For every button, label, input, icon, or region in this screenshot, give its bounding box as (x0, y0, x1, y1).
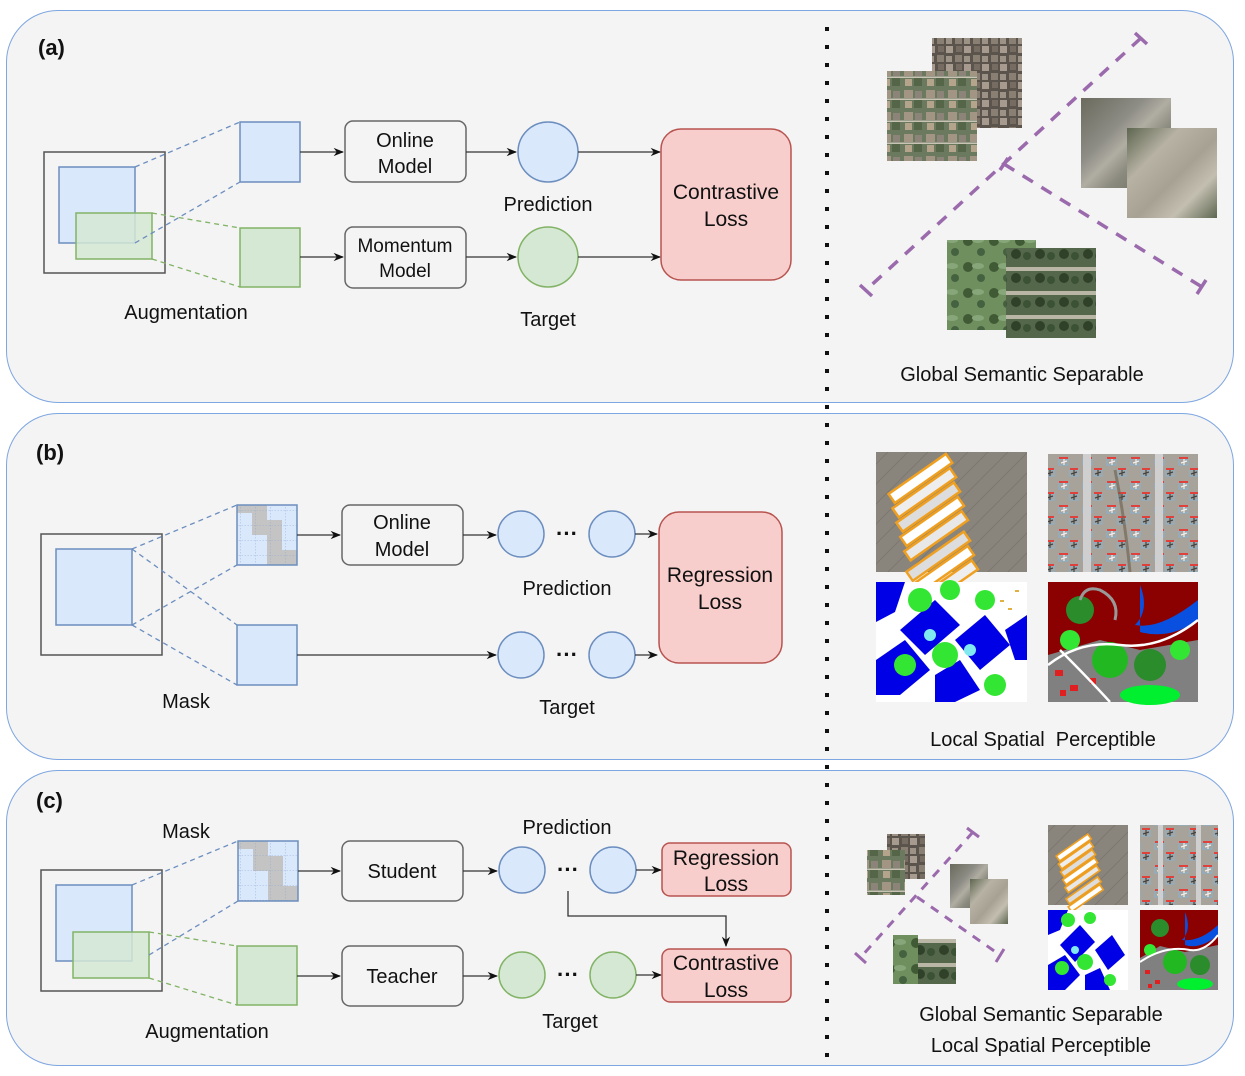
online-model-line2: Model (378, 156, 432, 178)
landcover-segmentation-image (1139, 910, 1219, 990)
global-semantic-illustration-small (853, 826, 1008, 984)
separator-line-2 (1003, 162, 1203, 289)
crop-view-2 (72, 931, 150, 979)
prediction-to-contrastive-connector (567, 891, 731, 948)
input-crop (55, 548, 133, 626)
global-semantic-caption: Global Semantic Separable (900, 364, 1143, 386)
target-label: Target (542, 1011, 598, 1033)
student-label: Student (368, 861, 437, 883)
panel-a-diagram: (a) Augmentation Online Model Momentum M… (38, 31, 1217, 386)
panel-b-diagram: (b) Mask Online Model ··· Predic (36, 440, 1199, 751)
local-spatial-illustration-small (1048, 825, 1219, 990)
target-patch (236, 624, 298, 686)
contrastive-loss-line2: Loss (704, 208, 748, 231)
input-image-frame (43, 151, 166, 274)
masked-patch (237, 840, 299, 902)
prediction-label: Prediction (523, 578, 612, 600)
contrastive-loss-box (660, 128, 792, 281)
global-semantic-illustration (858, 31, 1217, 338)
view-1-square (239, 121, 301, 183)
panel-c-tag: (c) (36, 788, 63, 813)
target-ellipsis: ··· (556, 642, 578, 667)
online-model-line2: Model (375, 539, 429, 561)
regression-loss-box (658, 511, 783, 664)
local-spatial-caption: Local Spatial Perceptible (930, 729, 1156, 751)
prediction-label: Prediction (523, 817, 612, 839)
regression-loss-line2: Loss (704, 873, 748, 896)
urban-segmentation-image (876, 580, 1027, 702)
airplane-detection-image (1048, 454, 1198, 573)
vehicle-detection-image (1048, 825, 1128, 913)
crop-view-2 (75, 212, 153, 260)
augmentation-label: Augmentation (124, 302, 247, 324)
airplane-detection-image (1140, 825, 1218, 905)
contrastive-loss-box (661, 948, 792, 1003)
regression-loss-line1: Regression (667, 564, 773, 587)
mask-label: Mask (162, 821, 211, 843)
regression-loss-box (661, 842, 792, 897)
prediction-ellipsis: ··· (557, 857, 579, 882)
masked-patch (236, 504, 298, 566)
local-spatial-caption: Local Spatial Perceptible (931, 1035, 1151, 1057)
prediction-label: Prediction (504, 194, 593, 216)
target-node-first (498, 951, 546, 999)
contrastive-loss-line1: Contrastive (673, 952, 779, 975)
contrastive-loss-line2: Loss (704, 979, 748, 1002)
urban-segmentation-image (1048, 910, 1128, 990)
view-2-square (239, 227, 301, 288)
panel-c-diagram: (c) Mask Augmentation Student Teacher (36, 788, 1219, 1057)
prediction-node-last (589, 846, 637, 894)
regression-loss-line1: Regression (673, 847, 779, 870)
prediction-node-first (497, 510, 545, 558)
target-label: Target (520, 309, 576, 331)
online-model-line1: Online (373, 512, 431, 534)
target-label: Target (539, 697, 595, 719)
prediction-ellipsis: ··· (556, 521, 578, 546)
input-image-frame (40, 533, 163, 656)
augmented-patch (236, 945, 298, 1006)
panel-c (6, 770, 1234, 1066)
residential-image-front (887, 71, 977, 161)
panel-b-tag: (b) (36, 440, 64, 465)
momentum-model-line1: Momentum (357, 236, 452, 257)
prediction-node-first (498, 846, 546, 894)
augmentation-label: Augmentation (145, 1021, 268, 1043)
highway-image-front (1127, 128, 1217, 218)
online-model-line1: Online (376, 130, 434, 152)
momentum-model-line2: Model (379, 261, 431, 282)
teacher-label: Teacher (366, 966, 437, 988)
prediction-node-last (588, 510, 636, 558)
global-semantic-caption: Global Semantic Separable (919, 1004, 1162, 1026)
regression-loss-line2: Loss (698, 591, 742, 614)
landcover-segmentation-image (1047, 582, 1199, 705)
target-node-last (589, 951, 637, 999)
contrastive-loss-line1: Contrastive (673, 181, 779, 204)
prediction-node (517, 121, 579, 183)
panel-a-tag: (a) (38, 35, 65, 60)
golf-image-front (1006, 248, 1096, 338)
panel-b (6, 413, 1234, 760)
target-ellipsis: ··· (557, 962, 579, 987)
local-spatial-illustration (876, 452, 1199, 705)
mask-label: Mask (162, 691, 211, 713)
target-node (517, 226, 579, 288)
input-image-frame (40, 869, 163, 992)
target-node-first (497, 631, 545, 679)
target-node-last (588, 631, 636, 679)
